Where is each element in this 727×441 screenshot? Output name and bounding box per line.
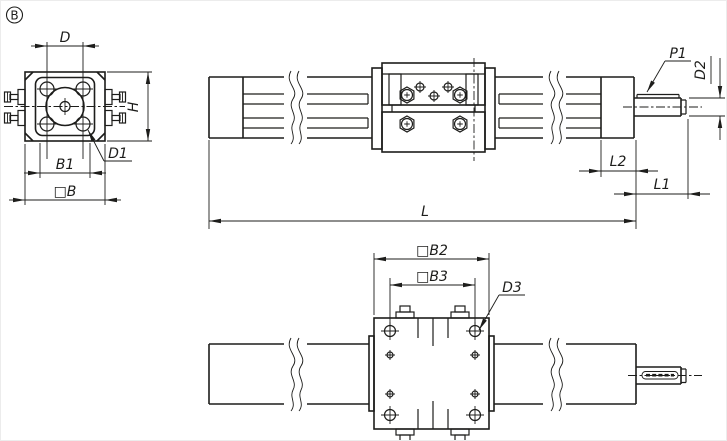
dim-l: L xyxy=(208,140,636,229)
break-line xyxy=(556,337,564,412)
view-marker-label: B xyxy=(10,8,18,22)
break-line xyxy=(288,337,296,412)
break-line xyxy=(556,70,564,145)
dim-label-b: □B xyxy=(54,184,77,200)
break-line xyxy=(288,70,296,145)
dim-label-l1: L1 xyxy=(654,177,671,193)
dim-label-b2: □B2 xyxy=(416,243,448,259)
label-d1: D1 xyxy=(87,129,132,162)
label-d3: D3 xyxy=(478,280,525,331)
rail-top-view xyxy=(208,337,637,412)
break-line xyxy=(548,70,556,145)
dim-b3: □B3 xyxy=(389,269,476,334)
break-line xyxy=(296,337,304,412)
dim-label-d1: D1 xyxy=(108,146,128,162)
label-p1: P1 xyxy=(646,46,691,93)
dim-l2: L2 xyxy=(579,140,658,177)
dim-label-p1: P1 xyxy=(669,46,686,62)
side-view: P1 D2 L2 L1 L xyxy=(208,46,725,229)
dim-l1: L1 xyxy=(614,119,710,229)
dim-label-b3: □B3 xyxy=(416,269,448,285)
dim-d2: D2 xyxy=(689,56,725,140)
view-marker: B xyxy=(5,6,24,24)
end-view: D H B1 □B D1 xyxy=(3,30,152,205)
corner-chamfers xyxy=(24,71,106,142)
dim-label-l2: L2 xyxy=(610,154,627,170)
rail xyxy=(208,70,635,145)
top-view: □B2 □B3 D3 xyxy=(208,243,702,440)
dim-b1: B1 xyxy=(24,143,106,178)
dim-label-d2: D2 xyxy=(693,60,709,80)
break-line xyxy=(296,70,304,145)
thread-band xyxy=(636,93,680,98)
hex-bolts xyxy=(399,86,468,133)
dim-d: D xyxy=(31,30,99,159)
dim-label-h: H xyxy=(126,101,142,112)
drive-shaft xyxy=(623,93,702,117)
side-bolts xyxy=(3,88,127,127)
dim-label-d: D xyxy=(60,30,71,46)
dim-label-l: L xyxy=(421,204,429,220)
dim-b: □B xyxy=(9,144,121,205)
break-line xyxy=(548,337,556,412)
center-boss xyxy=(45,86,85,127)
plate-grooves xyxy=(417,318,449,429)
dim-h: H xyxy=(107,71,152,142)
edge-bolts xyxy=(395,305,470,440)
carriage xyxy=(371,58,496,161)
dim-label-b1: B1 xyxy=(56,157,75,173)
dim-b2: □B2 xyxy=(373,243,490,315)
shaft-top-view xyxy=(628,366,702,385)
dim-label-d3: D3 xyxy=(502,280,522,296)
adjust-screws xyxy=(414,81,454,102)
view-marker-circle xyxy=(5,6,24,24)
